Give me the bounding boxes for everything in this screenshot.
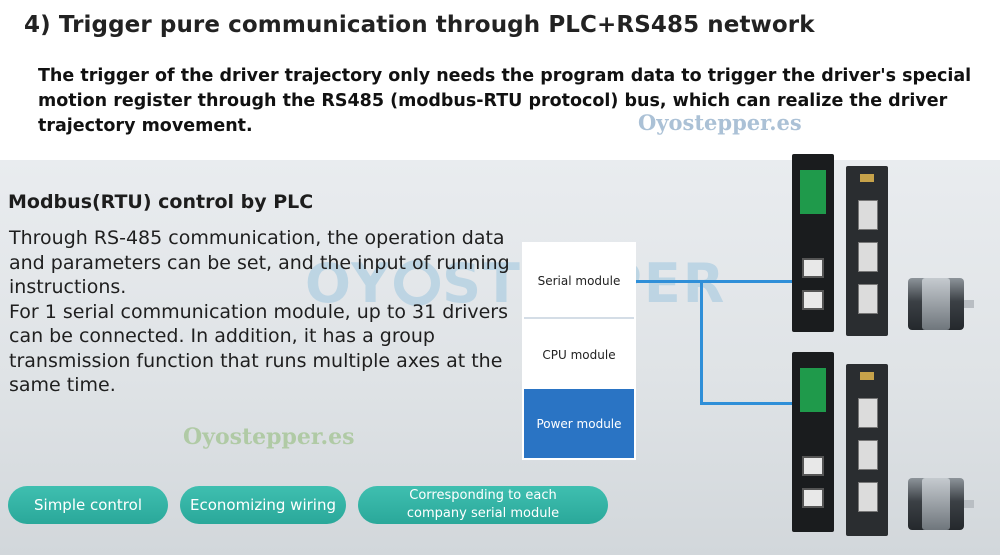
driver-unit-icon	[792, 352, 834, 532]
header-section: 4) Trigger pure communication through PL…	[0, 0, 1000, 160]
connector-icon	[802, 258, 824, 278]
watermark-top: Oyostepper.es	[638, 110, 802, 135]
feature-pill-simple-control: Simple control	[8, 486, 168, 524]
panel-body: Through RS-485 communication, the operat…	[9, 226, 514, 398]
pin-header-icon	[858, 482, 878, 512]
pin-header-icon	[858, 284, 878, 314]
watermark-bottom: Oyostepper.es	[183, 424, 355, 450]
connector-icon	[802, 456, 824, 476]
terminal-block-icon	[800, 368, 826, 412]
panel-paragraph-1: Through RS-485 communication, the operat…	[9, 227, 510, 298]
terminal-block-icon	[800, 170, 826, 214]
pin-header-icon	[858, 242, 878, 272]
stepper-motor-icon	[908, 478, 974, 530]
rs485-cable-2	[700, 402, 792, 405]
rs485-cable-1	[636, 280, 792, 283]
panel-title: Modbus(RTU) control by PLC	[8, 191, 314, 213]
pin-header-icon	[858, 398, 878, 428]
intro-text: The trigger of the driver trajectory onl…	[38, 66, 972, 136]
status-led-icon	[860, 372, 874, 380]
driver-unit-icon	[792, 154, 834, 332]
status-led-icon	[860, 174, 874, 182]
stepper-motor-icon	[908, 278, 974, 330]
driver-unit-icon	[846, 364, 888, 536]
power-module: Power module	[524, 389, 634, 458]
plc-unit: Serial module CPU module Power module	[522, 242, 636, 460]
page-title: 4) Trigger pure communication through PL…	[24, 12, 815, 38]
connector-icon	[802, 488, 824, 508]
cpu-module: CPU module	[524, 321, 634, 389]
serial-module: Serial module	[524, 244, 634, 319]
driver-unit-icon	[846, 166, 888, 336]
pin-header-icon	[858, 440, 878, 470]
pin-header-icon	[858, 200, 878, 230]
rs485-cable-riser	[700, 280, 703, 404]
panel-paragraph-2: For 1 serial communication module, up to…	[9, 300, 509, 397]
feature-pill-serial-module: Corresponding to each company serial mod…	[358, 486, 608, 524]
watermark-logo-part1: OY	[305, 252, 393, 315]
gear-icon	[394, 260, 441, 306]
connector-icon	[802, 290, 824, 310]
feature-pill-economizing-wiring: Economizing wiring	[180, 486, 346, 524]
diagram-panel: OYSTEPPER Modbus(RTU) control by PLC Thr…	[0, 154, 1000, 555]
